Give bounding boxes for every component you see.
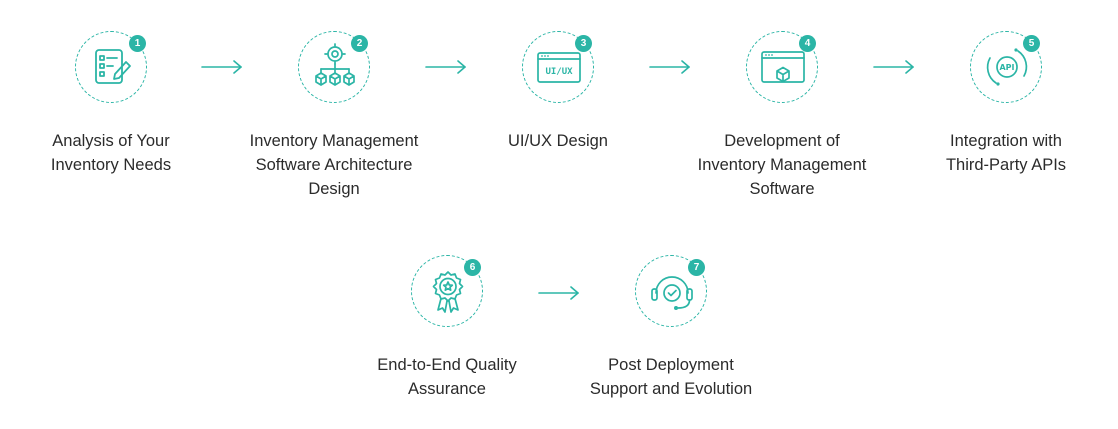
step-3-label: UI/UX Design	[508, 132, 608, 150]
step-4-circle: 4	[746, 31, 818, 103]
step-6-badge: 6	[464, 259, 481, 276]
step-5-badge: 5	[1023, 35, 1040, 52]
browser-cube-icon	[761, 51, 805, 83]
step-1-badge: 1	[129, 35, 146, 52]
step-1-circle: 1	[75, 31, 147, 103]
step-2-badge: 2	[351, 35, 368, 52]
arrow-6-7-icon	[538, 286, 579, 300]
arrow-2-3-icon	[425, 60, 466, 74]
arrow-3-4-icon	[649, 60, 690, 74]
quality-badge-icon	[432, 271, 464, 313]
arrow-1-2-icon	[201, 60, 242, 74]
api-icon-text: API	[999, 63, 1014, 72]
step-3-badge: 3	[575, 35, 592, 52]
step-6-circle: 6	[411, 255, 483, 327]
step-5-circle: API 5	[970, 31, 1042, 103]
step-7-label: Post Deployment Support and Evolution	[589, 356, 753, 398]
step-4-label: Development of Inventory Management Soft…	[697, 132, 867, 198]
checklist-edit-icon	[95, 49, 131, 84]
architecture-gear-icon	[315, 43, 355, 86]
step-7-badge: 7	[688, 259, 705, 276]
step-5-label: Integration with Third-Party APIs	[945, 132, 1067, 174]
step-4-badge: 4	[799, 35, 816, 52]
step-1-label: Analysis of Your Inventory Needs	[50, 132, 172, 174]
ui-ux-icon-text: UI/UX	[545, 67, 573, 77]
ui-ux-window-icon: UI/UX	[537, 52, 581, 83]
step-7-circle: 7	[635, 255, 707, 327]
step-2-circle: 2	[298, 31, 370, 103]
api-icon: API	[986, 48, 1028, 86]
step-2-label: Inventory Management Software Architectu…	[249, 132, 419, 198]
step-6-label: End-to-End Quality Assurance	[377, 356, 517, 398]
arrow-4-5-icon	[873, 60, 914, 74]
support-headset-icon	[651, 276, 693, 310]
step-3-circle: UI/UX 3	[522, 31, 594, 103]
